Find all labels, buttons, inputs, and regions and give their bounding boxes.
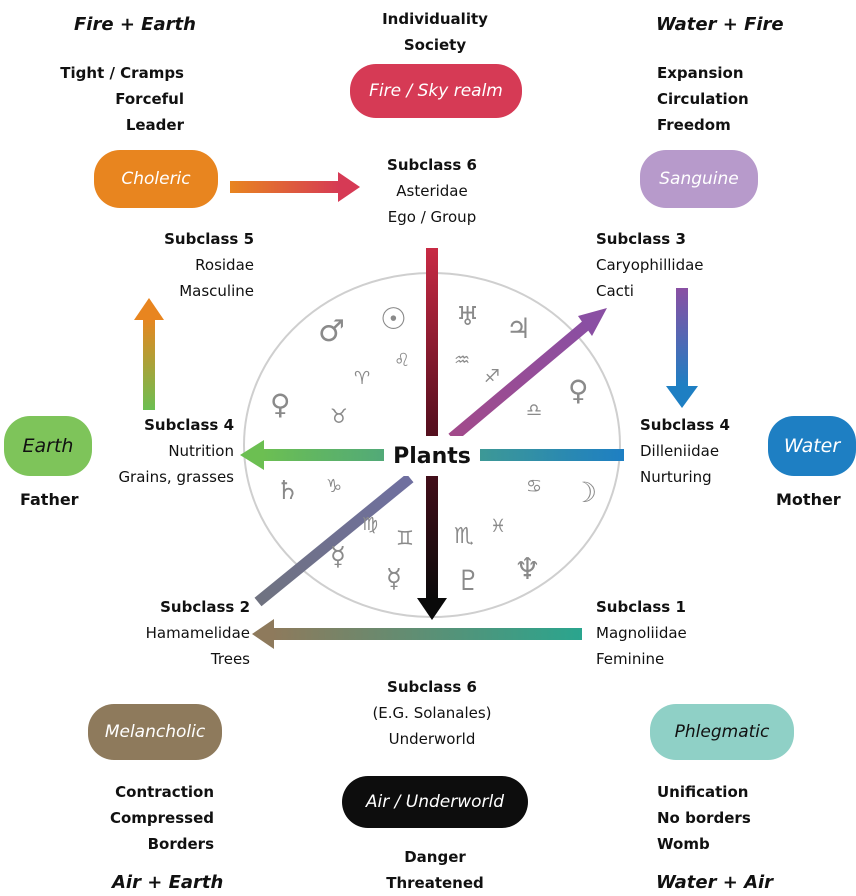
subclass-line: Asteridae — [396, 182, 468, 200]
arrow-vertical-center — [417, 248, 447, 620]
subclass-bottom: Subclass 6 (E.G. Solanales) Underworld — [352, 674, 512, 752]
trait-line: Expansion — [657, 64, 744, 82]
center-label-plants: Plants — [384, 436, 480, 476]
top-left-traits: Tight / Cramps Forceful Leader — [30, 60, 184, 138]
subclass-line: Magnoliidae — [596, 624, 687, 642]
subclass-line: Trees — [210, 650, 250, 668]
trait-line: Tight / Cramps — [60, 64, 184, 82]
subclass-line: Feminine — [596, 650, 665, 668]
subclass-line: Cacti — [596, 282, 634, 300]
top-center-line: Individuality — [382, 10, 488, 28]
trait-line: Circulation — [657, 90, 749, 108]
subclass-line: Nutrition — [168, 442, 234, 460]
trait-line: No borders — [657, 809, 751, 827]
bottom-center-line: Threatened — [386, 874, 484, 892]
subclass-line: Nurturing — [640, 468, 712, 486]
sanguine-pill: Sanguine — [640, 150, 758, 208]
choleric-pill: Choleric — [94, 150, 218, 208]
top-right-header: Water + Fire — [656, 14, 784, 35]
subclass-title: Subclass 2 — [160, 598, 250, 616]
bottom-right-traits: Unification No borders Womb — [657, 779, 751, 857]
father-label: Father — [20, 490, 79, 509]
melancholic-pill: Melancholic — [88, 704, 222, 760]
subclass-title: Subclass 4 — [144, 416, 234, 434]
trait-line: Forceful — [115, 90, 184, 108]
trait-line: Womb — [657, 835, 710, 853]
subclass-line: Underworld — [388, 730, 476, 748]
bottom-center-line: Danger — [404, 848, 466, 866]
bottom-center-text: Danger Threatened — [335, 844, 535, 896]
line-diagonal-downleft — [254, 473, 414, 607]
arrow-diagonal-upright — [448, 308, 607, 443]
fire-sky-realm-pill: Fire / Sky realm — [350, 64, 522, 118]
trait-line: Unification — [657, 783, 749, 801]
subclass-line: Rosidae — [195, 256, 254, 274]
subclass-right: Subclass 4 Dilleniidae Nurturing — [640, 412, 730, 490]
bottom-left-traits: Contraction Compressed Borders — [30, 779, 214, 857]
subclass-title: Subclass 5 — [164, 230, 254, 248]
subclass-line: Ego / Group — [387, 208, 477, 226]
subclass-title: Subclass 4 — [640, 416, 730, 434]
arrow-up-left — [134, 298, 164, 410]
top-center-line: Society — [403, 36, 467, 54]
subclass-left: Subclass 4 Nutrition Grains, grasses — [90, 412, 234, 490]
subclass-upper-left: Subclass 5 Rosidae Masculine — [110, 226, 254, 304]
arrow-bottom — [252, 619, 582, 649]
subclass-title: Subclass 1 — [596, 598, 686, 616]
earth-pill: Earth — [4, 416, 92, 476]
top-center-text: Individuality Society — [335, 6, 535, 58]
top-right-traits: Expansion Circulation Freedom — [657, 60, 749, 138]
subclass-line: Hamamelidae — [145, 624, 250, 642]
subclass-title: Subclass 6 — [387, 678, 477, 696]
trait-line: Borders — [147, 835, 214, 853]
subclass-title: Subclass 3 — [596, 230, 686, 248]
subclass-line: Grains, grasses — [118, 468, 234, 486]
subclass-upper-right: Subclass 3 Caryophillidae Cacti — [596, 226, 704, 304]
subclass-lower-left: Subclass 2 Hamamelidae Trees — [104, 594, 250, 672]
subclass-top: Subclass 6 Asteridae Ego / Group — [352, 152, 512, 230]
subclass-line: Caryophillidae — [596, 256, 704, 274]
trait-line: Freedom — [657, 116, 731, 134]
subclass-line: Masculine — [179, 282, 254, 300]
bottom-right-header: Water + Air — [656, 872, 774, 893]
subclass-lower-right: Subclass 1 Magnoliidae Feminine — [596, 594, 687, 672]
trait-line: Contraction — [115, 783, 214, 801]
subclass-line: (E.G. Solanales) — [372, 704, 492, 722]
arrow-down-right — [666, 288, 698, 408]
bottom-left-header: Air + Earth — [112, 872, 224, 893]
arrow-choleric-to-subclass6 — [230, 172, 360, 202]
trait-line: Compressed — [109, 809, 214, 827]
mother-label: Mother — [776, 490, 841, 509]
top-left-header: Fire + Earth — [74, 14, 196, 35]
trait-line: Leader — [125, 116, 184, 134]
water-pill: Water — [768, 416, 856, 476]
phlegmatic-pill: Phlegmatic — [650, 704, 794, 760]
air-underworld-pill: Air / Underworld — [342, 776, 528, 828]
subclass-line: Dilleniidae — [640, 442, 720, 460]
subclass-title: Subclass 6 — [387, 156, 477, 174]
